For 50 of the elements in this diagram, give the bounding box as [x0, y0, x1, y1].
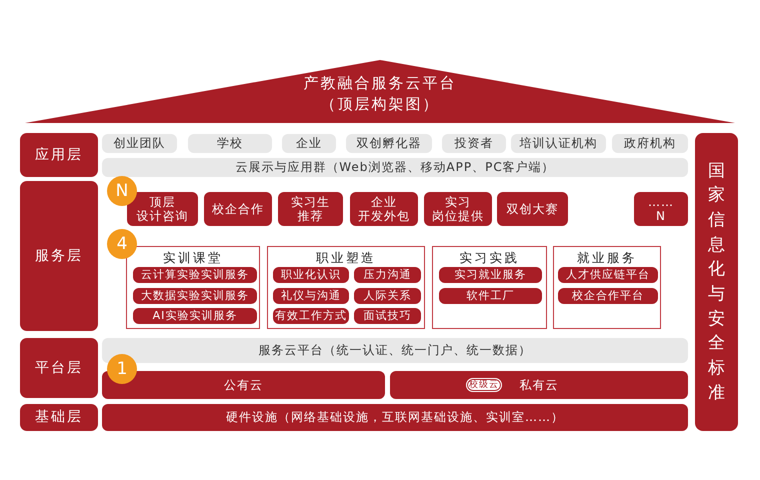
category-tag: 政府机构 [612, 134, 688, 153]
service-pill: AI实验实训服务 [133, 308, 257, 324]
service-pill: 大数据实验实训服务 [133, 288, 257, 304]
service-tile: 企业开发外包 [350, 192, 418, 226]
panel-heading: 就业服务 [576, 250, 638, 265]
service-tile: 校企合作 [204, 192, 272, 226]
roof-subtitle: （顶层构架图） [320, 95, 440, 113]
info-bar: 硬件设施（网络基础设施，互联网基础设施、实训室……） [102, 404, 688, 431]
category-tag: 投资者 [442, 134, 506, 153]
service-tile: 顶层设计咨询 [127, 192, 198, 226]
service-pill: 面试技巧 [354, 308, 421, 324]
category-tag: 创业团队 [102, 134, 177, 153]
service-pill: 云计算实验实训服务 [133, 267, 257, 283]
panel-heading: 实习实践 [458, 250, 520, 265]
service-pill: 有效工作方式 [273, 308, 349, 324]
layer-label: 平台层 [20, 338, 98, 398]
service-tile: 实习岗位提供 [424, 192, 492, 226]
category-tag: 学校 [188, 134, 272, 153]
service-pill: 软件工厂 [439, 288, 542, 304]
panel-heading: 职业塑造 [315, 250, 377, 265]
cloud-badge: 校级云 [466, 378, 502, 392]
category-tag: 企业 [282, 134, 336, 153]
cloud-bar [390, 371, 688, 399]
service-panel [553, 246, 661, 329]
service-panel [432, 246, 547, 329]
service-pill: 校企合作平台 [558, 288, 658, 304]
number-badge: N [107, 176, 137, 206]
info-bar: 服务云平台（统一认证、统一门户、统一数据） [102, 338, 688, 363]
panel-heading: 实训课堂 [162, 250, 224, 265]
layer-label: 服务层 [20, 181, 98, 331]
service-panel [267, 246, 425, 329]
number-badge: 4 [107, 229, 137, 259]
roof-title: 产教融合服务云平台 [302, 74, 458, 92]
bar-label: 私有云 [520, 378, 558, 392]
service-tile: 实习生推荐 [278, 192, 343, 226]
service-panel [126, 246, 260, 329]
info-bar: 云展示与应用群（Web浏览器、移动APP、PC客户端） [102, 158, 688, 177]
service-pill: 人际关系 [354, 288, 421, 304]
service-pill: 实习就业服务 [439, 267, 542, 283]
service-tile: ……N [634, 192, 688, 226]
service-pill: 职业化认识 [273, 267, 349, 283]
service-tile: 双创大赛 [497, 192, 568, 226]
service-pill: 人才供应链平台 [558, 267, 658, 283]
side-banner: 国家信息化与安全标准 [695, 133, 738, 431]
service-pill: 礼仪与沟通 [273, 288, 349, 304]
layer-label: 应用层 [20, 133, 98, 177]
service-pill: 压力沟通 [354, 267, 421, 283]
layer-label: 基础层 [20, 404, 98, 431]
category-tag: 双创孵化器 [346, 134, 432, 153]
category-tag: 培训认证机构 [511, 134, 606, 153]
